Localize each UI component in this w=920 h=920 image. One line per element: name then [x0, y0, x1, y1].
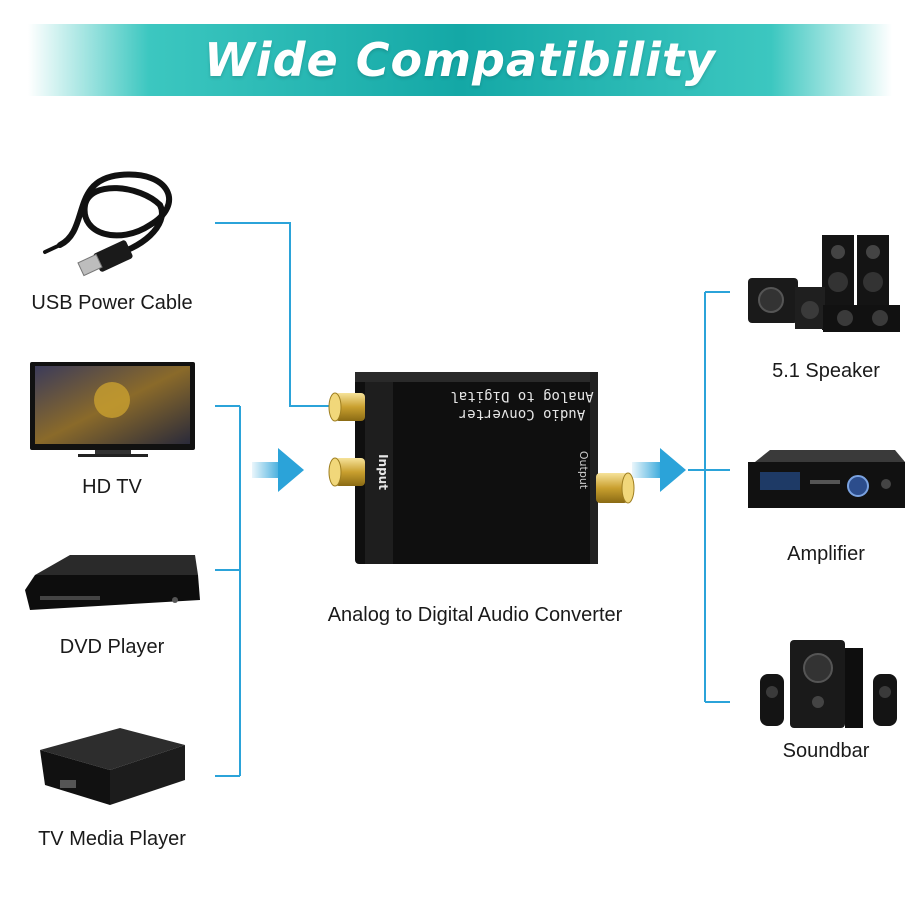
amplifier-icon [748, 450, 905, 508]
converter-device [355, 372, 598, 564]
soundbar-icon [760, 640, 897, 728]
input-label-hd-tv: HD TV [82, 476, 142, 498]
tv-icon [30, 362, 195, 457]
input-label-dvd-player: DVD Player [59, 636, 165, 658]
coaxial-output-jack [596, 472, 635, 504]
media-player-icon [40, 728, 185, 805]
output-label-5-1-speaker: 5.1 Speaker [772, 360, 880, 382]
usb-cable-icon [43, 171, 172, 277]
device-output-label: Output [577, 451, 590, 490]
device-top-text-line1: Analog to Digital [450, 388, 593, 404]
output-label-soundbar: Soundbar [782, 740, 870, 762]
output-label-amplifier: Amplifier [787, 543, 865, 565]
rca-input-jack-top [328, 392, 365, 422]
connector-lines [215, 222, 730, 777]
input-label-tv-media-player: TV Media Player [38, 828, 186, 850]
input-arrow-icon [252, 448, 304, 492]
rca-input-jack-bottom [328, 457, 365, 487]
input-label-usb-power-cable: USB Power Cable [31, 292, 193, 314]
usb-connector-line [215, 222, 335, 407]
page-title: Wide Compatibility [204, 33, 716, 87]
dvd-player-icon [25, 555, 200, 610]
title-banner: Wide Compatibility [28, 24, 892, 96]
output-arrow-icon [632, 448, 686, 492]
speaker-set-icon [748, 235, 900, 332]
device-top-text-line2: Audio Converter [459, 406, 585, 422]
device-caption: Analog to Digital Audio Converter [327, 604, 623, 626]
device-input-label: Input [376, 454, 390, 490]
